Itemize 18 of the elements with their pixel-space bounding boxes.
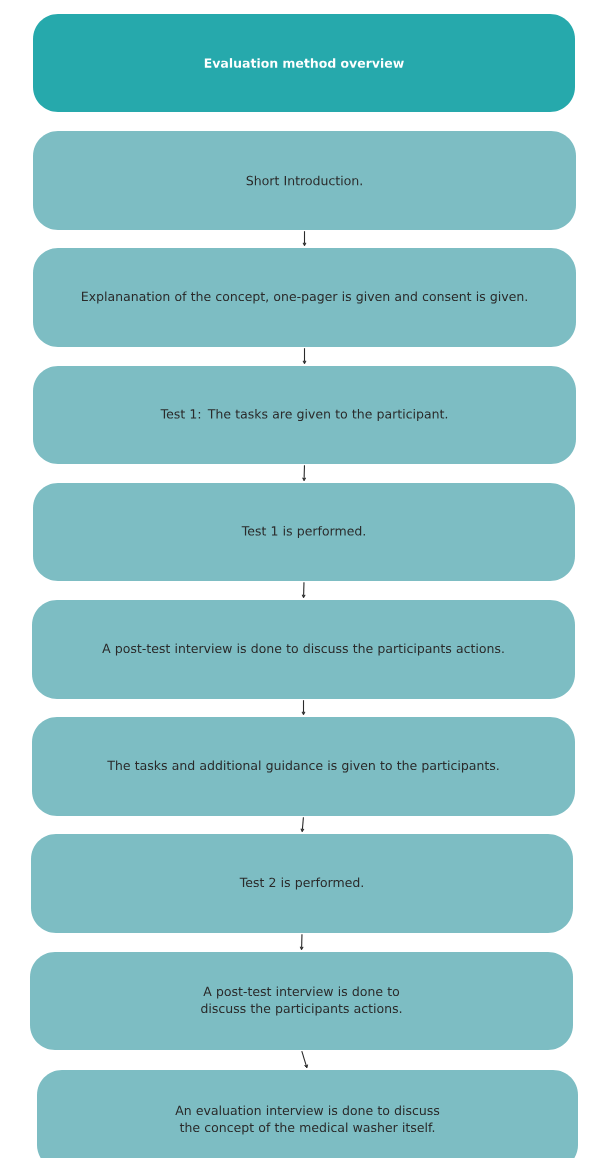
arrow: [299, 933, 304, 951]
step-box: Test 1 is performed.: [33, 483, 575, 581]
step-box: Test 1: The tasks are given to the participant.: [33, 366, 576, 464]
step-box: An evaluation interview is done to discuss the concept of the medical washer itself.: [37, 1070, 578, 1158]
arrow: [302, 347, 307, 365]
arrow: [301, 699, 306, 716]
arrow: [302, 464, 307, 482]
step-box: A post-test interview is done to discuss the participants actions.: [32, 600, 575, 699]
step-box: Short Introduction.: [33, 131, 576, 230]
heading-box: Evaluation method overview: [33, 14, 575, 112]
step-box: Explananation of the concept, one-pager is given and consent is given.: [33, 248, 576, 347]
step-box: Test 2 is performed.: [31, 834, 573, 933]
arrow: [301, 581, 306, 599]
arrow: [302, 230, 307, 247]
arrow: [301, 1050, 308, 1069]
step-box: The tasks and additional guidance is given to the participants.: [32, 717, 575, 816]
arrow: [300, 816, 305, 833]
step-box: A post-test interview is done to discuss the participants actions.: [30, 952, 573, 1050]
